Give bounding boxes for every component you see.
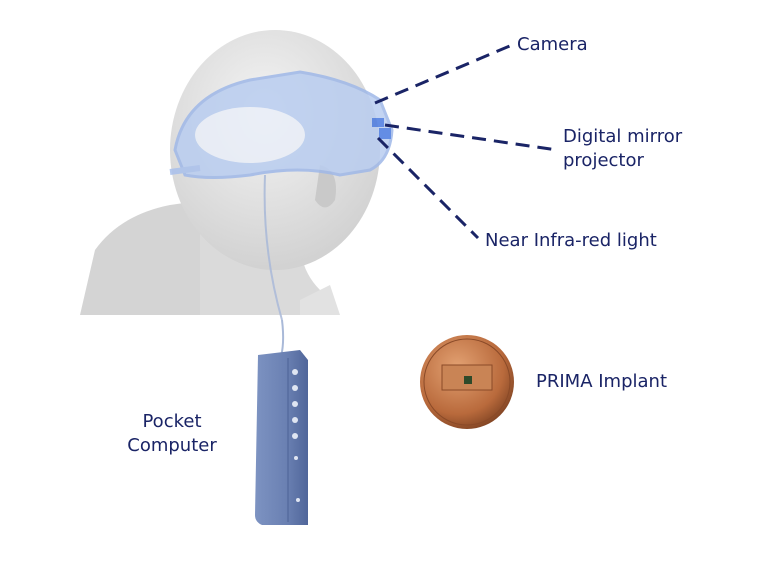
- camera-label: Camera: [517, 34, 588, 55]
- pocket-computer-label-line1: Pocket: [142, 411, 202, 432]
- pocket-computer-label-line2: Computer: [127, 435, 217, 456]
- nir-label: Near Infra-red light: [485, 230, 657, 251]
- projector-label-line2: projector: [563, 150, 644, 171]
- camera-leader-line: [374, 43, 513, 105]
- pocket-computer-device: [255, 350, 308, 525]
- nir-leader-line: [376, 136, 480, 240]
- goggles: [169, 70, 394, 321]
- projector-label-line1: Digital mirror: [563, 126, 683, 147]
- penny-coin-with-implant: [420, 335, 514, 429]
- prima-implant-label: PRIMA Implant: [536, 371, 668, 392]
- projector-leader-line: [384, 123, 558, 152]
- prima-implant-chip: [464, 376, 472, 384]
